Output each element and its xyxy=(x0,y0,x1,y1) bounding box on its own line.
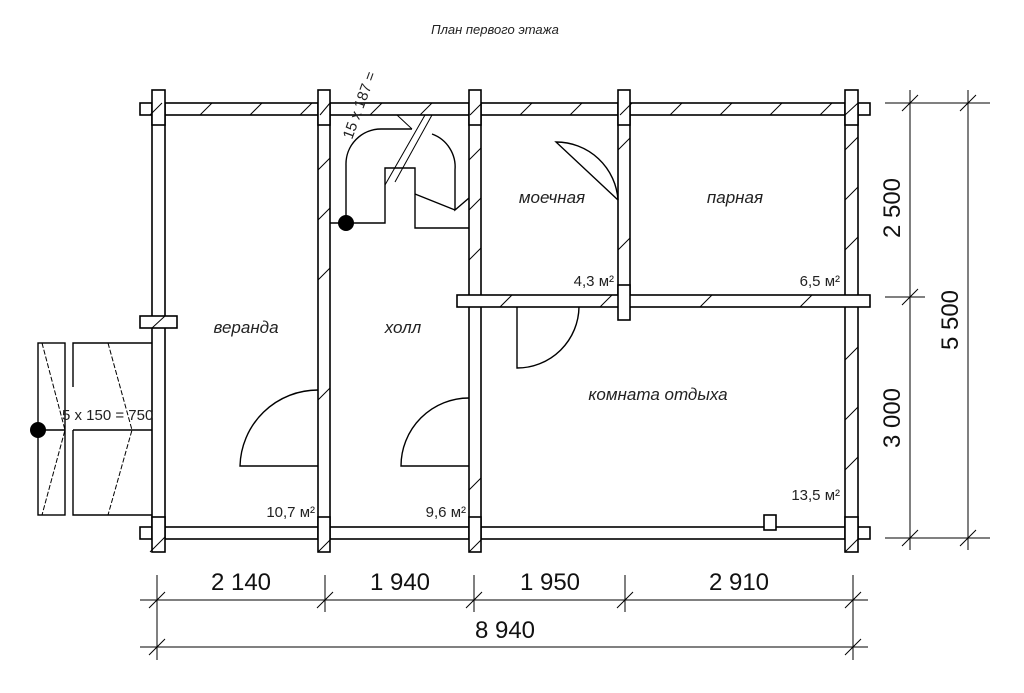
dim-total-depth: 5 500 xyxy=(937,290,964,350)
room-area-veranda: 10,7 м² xyxy=(266,504,315,521)
dim-veranda-width: 2 140 xyxy=(211,569,271,596)
dim-total-width: 8 940 xyxy=(475,617,535,644)
room-name-steam-room: парная xyxy=(707,188,763,207)
room-area-hall: 9,6 м² xyxy=(426,504,466,521)
porch-stair-label: 5 x 150 = 750 xyxy=(62,407,153,424)
main-staircase: 15 x 187 = xyxy=(330,69,470,231)
room-area-washroom: 4,3 м² xyxy=(574,273,614,290)
porch-start-dot xyxy=(30,422,46,438)
dim-hall-width: 1 940 xyxy=(370,569,430,596)
dim-steam-room-width: 2 910 xyxy=(709,569,769,596)
room-name-lounge: комната отдыха xyxy=(588,385,727,404)
vertical-dimensions: 2 500 3 000 5 500 xyxy=(879,90,990,550)
dim-washroom-width: 1 950 xyxy=(520,569,580,596)
room-labels: веранда 10,7 м² холл 9,6 м² моечная 4,3 … xyxy=(213,188,840,521)
porch-stairs: 5 x 150 = 750 xyxy=(30,342,153,516)
room-name-hall: холл xyxy=(384,318,422,337)
room-area-steam-room: 6,5 м² xyxy=(800,273,840,290)
room-area-lounge: 13,5 м² xyxy=(791,487,840,504)
dim-upper-depth: 2 500 xyxy=(879,178,906,238)
doors xyxy=(239,141,619,467)
plan-title: План первого этажа xyxy=(431,22,559,37)
stair-start-dot xyxy=(338,215,354,231)
horizontal-dimensions: 2 140 1 940 1 950 2 910 8 940 xyxy=(140,569,868,660)
room-name-veranda: веранда xyxy=(213,318,278,337)
dim-lower-depth: 3 000 xyxy=(879,388,906,448)
room-name-washroom: моечная xyxy=(519,188,585,207)
walls xyxy=(139,89,871,553)
